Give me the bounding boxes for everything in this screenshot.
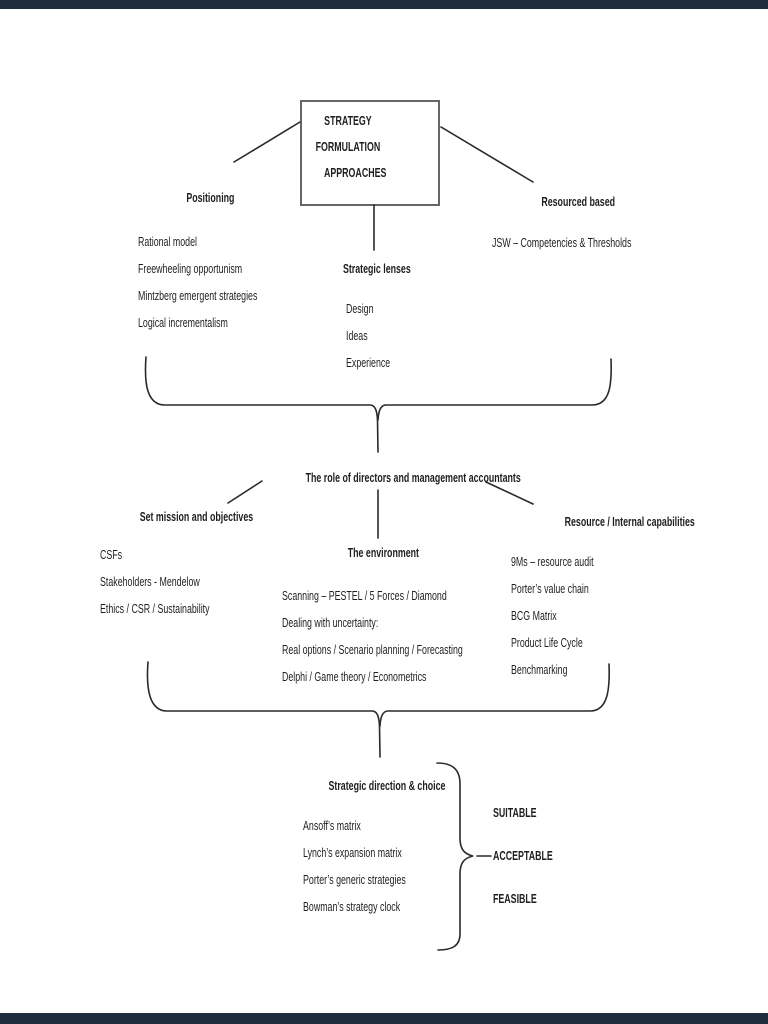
list-item: 9Ms – resource audit [511,554,594,569]
underbrace-2-right [379,663,611,727]
connector-role-to-mission [227,480,263,504]
criteria-feasible: FEASIBLE [493,891,537,906]
list-item: Ethics / CSR / Sustainability [100,601,210,616]
list-item: Rational model [138,234,197,249]
criteria-list: SUITABLE ACCEPTABLE FEASIBLE [493,791,581,920]
positioning-list: Rational model Freewheeling opportunism … [138,228,314,336]
list-item: Porter’s value chain [511,581,589,596]
list-item: Scanning – PESTEL / 5 Forces / Diamond [282,588,447,603]
list-item: Stakeholders - Mendelow [100,574,200,589]
criteria-suitable: SUITABLE [493,805,537,820]
list-item: Delphi / Game theory / Econometrics [282,669,427,684]
capabilities-list: 9Ms – resource audit Porter’s value chai… [511,548,632,683]
list-item: CSFs [100,547,123,562]
list-item: Experience [346,355,391,370]
root-box-title-line2: APPROACHES [324,165,387,180]
connector-box-to-resource-based [440,126,534,183]
list-item: BCG Matrix [511,608,557,623]
list-item: Ansoff’s matrix [303,818,361,833]
list-item: Benchmarking [511,662,568,677]
criteria-brace [436,762,474,951]
list-item: Real options / Scenario planning / Forec… [282,642,463,657]
list-item: Dealing with uncertainty: [282,615,379,630]
connector-role-to-capabilities [485,481,534,505]
underbrace-2-left [146,661,381,758]
strategic-direction-heading: Strategic direction & choice [328,778,446,793]
list-item: Porter’s generic strategies [303,872,406,887]
criteria-acceptable: ACCEPTABLE [493,848,553,863]
viewer-bottom-edge-bar [0,1013,768,1024]
list-item: Bowman’s strategy clock [303,899,401,914]
environment-heading: The environment [347,545,419,560]
list-item: Design [346,301,374,316]
connector-box-to-positioning [233,121,301,163]
strategic-lenses-list: Design Ideas Experience [346,295,411,376]
list-item: Ideas [346,328,368,343]
root-box: STRATEGY FORMULATION APPROACHES [301,101,439,205]
list-item: Freewheeling opportunism [138,261,243,276]
list-item: Lynch’s expansion matrix [303,845,402,860]
list-item: Logical incrementalism [138,315,228,330]
role-of-directors-heading: The role of directors and management acc… [305,470,521,485]
strategic-lenses-heading: Strategic lenses [343,261,411,276]
underbrace-1-right [377,358,613,421]
list-item: Product Life Cycle [511,635,583,650]
positioning-heading: Positioning [185,190,235,205]
capabilities-heading: Resource / Internal capabilities [564,514,695,529]
resource-based-heading: Resourced based [541,194,615,209]
mission-list: CSFs Stakeholders - Mendelow Ethics / CS… [100,541,261,622]
root-box-outline [300,100,440,206]
strategic-direction-list: Ansoff’s matrix Lynch’s expansion matrix… [303,812,454,920]
environment-list: Scanning – PESTEL / 5 Forces / Diamond D… [282,582,548,690]
viewer-top-edge-bar [0,0,768,9]
root-box-title-line1: STRATEGY FORMULATION [315,113,381,154]
resource-based-item: JSW – Competencies & Thresholds [492,235,632,250]
list-item: Mintzberg emergent strategies [138,288,258,303]
underbrace-1-left [144,356,379,453]
mission-heading: Set mission and objectives [139,509,254,524]
